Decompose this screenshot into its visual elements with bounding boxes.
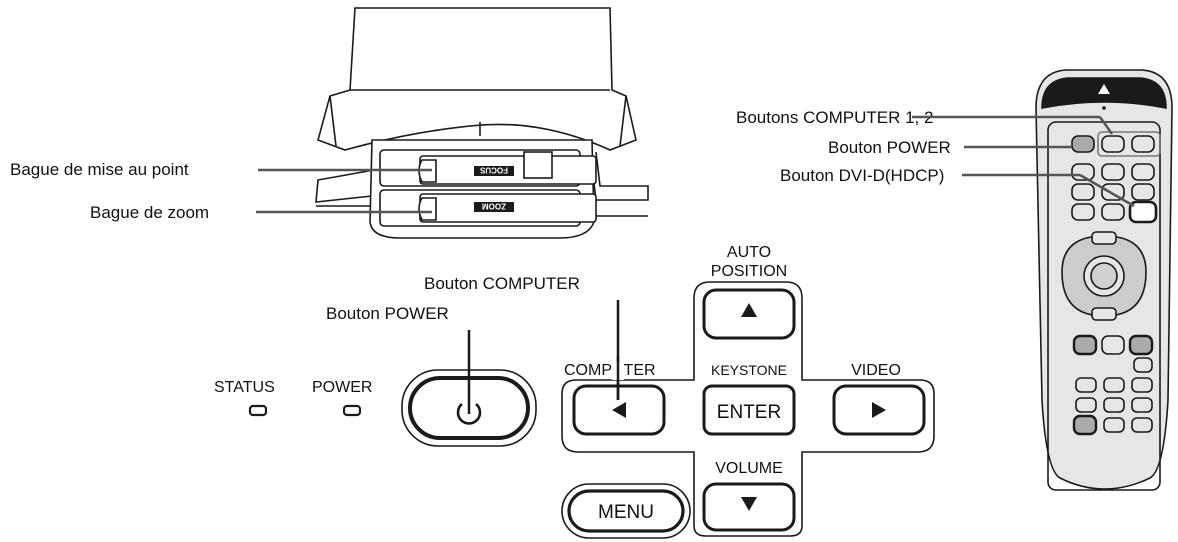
remote-button[interactable]	[1103, 377, 1125, 393]
remote-control	[1035, 69, 1173, 491]
remote-dvi-button[interactable]	[1128, 200, 1158, 224]
menu-button-label: MENU	[598, 502, 654, 523]
triangle-up-icon	[741, 303, 757, 317]
lens-bracket-left	[315, 169, 375, 203]
status-indicator-label: STATUS	[214, 379, 275, 396]
remote-button[interactable]	[1128, 334, 1154, 356]
triangle-left-icon	[612, 402, 626, 418]
remote-down-button[interactable]	[1091, 307, 1117, 321]
power-indicator-led	[342, 404, 362, 417]
auto-position-label-line1: AUTO	[727, 244, 771, 261]
remote-button[interactable]	[1071, 203, 1095, 221]
zoom-marking: ZOOM	[482, 202, 506, 211]
keystone-label: KEYSTONE	[711, 362, 787, 378]
status-indicator-led	[248, 404, 268, 417]
remote-button[interactable]	[1131, 377, 1153, 393]
projector-lens-unit	[315, 7, 649, 239]
panel-computer-button-label: Bouton COMPUTER	[424, 274, 580, 293]
video-button-label: VIDEO	[851, 362, 901, 379]
auto-position-label-line2: POSITION	[711, 263, 787, 280]
remote-dvi-button-label: Bouton DVI-D(HDCP)	[780, 166, 944, 185]
remote-up-button[interactable]	[1091, 231, 1117, 245]
remote-button[interactable]	[1075, 397, 1097, 413]
lens-bracket-right	[589, 149, 649, 201]
volume-label: VOLUME	[715, 460, 783, 477]
panel-power-button-label: Bouton POWER	[326, 304, 449, 323]
triangle-right-icon	[872, 402, 886, 418]
focus-ring-label: Bague de mise au point	[10, 160, 189, 179]
remote-button[interactable]	[1101, 335, 1125, 355]
focus-marking: FOCUS	[479, 166, 508, 175]
remote-computer2-button[interactable]	[1131, 135, 1155, 153]
remote-button[interactable]	[1133, 357, 1153, 373]
zoom-ring-label: Bague de zoom	[90, 203, 209, 222]
remote-button[interactable]	[1075, 377, 1097, 393]
focus-marking-plate	[474, 166, 514, 176]
remote-button[interactable]	[1101, 163, 1125, 181]
remote-button[interactable]	[1131, 183, 1155, 201]
remote-computer-buttons-label: Boutons COMPUTER 1, 2	[736, 108, 933, 127]
menu-button[interactable]	[561, 483, 691, 539]
remote-computer1-button[interactable]	[1101, 135, 1125, 153]
remote-power-button[interactable]	[1071, 135, 1095, 153]
remote-button[interactable]	[1103, 417, 1125, 433]
power-icon	[456, 402, 482, 425]
power-indicator-label: POWER	[312, 379, 372, 396]
remote-emitter-icon	[1098, 84, 1110, 94]
enter-button-label: ENTER	[717, 402, 781, 423]
remote-button[interactable]	[1103, 397, 1125, 413]
remote-button[interactable]	[1072, 414, 1098, 436]
remote-button[interactable]	[1101, 203, 1125, 221]
remote-button[interactable]	[1072, 334, 1098, 356]
computer-button-label: COMPUTER	[564, 362, 656, 379]
remote-button[interactable]	[1131, 163, 1155, 181]
triangle-down-icon	[741, 497, 757, 511]
lens-housing	[317, 7, 637, 151]
remote-button[interactable]	[1071, 183, 1095, 201]
enter-button[interactable]	[702, 384, 796, 436]
zoom-marking-plate	[474, 202, 514, 212]
remote-power-button-label: Bouton POWER	[828, 138, 951, 157]
remote-button[interactable]	[1131, 397, 1153, 413]
remote-button[interactable]	[1131, 417, 1153, 433]
